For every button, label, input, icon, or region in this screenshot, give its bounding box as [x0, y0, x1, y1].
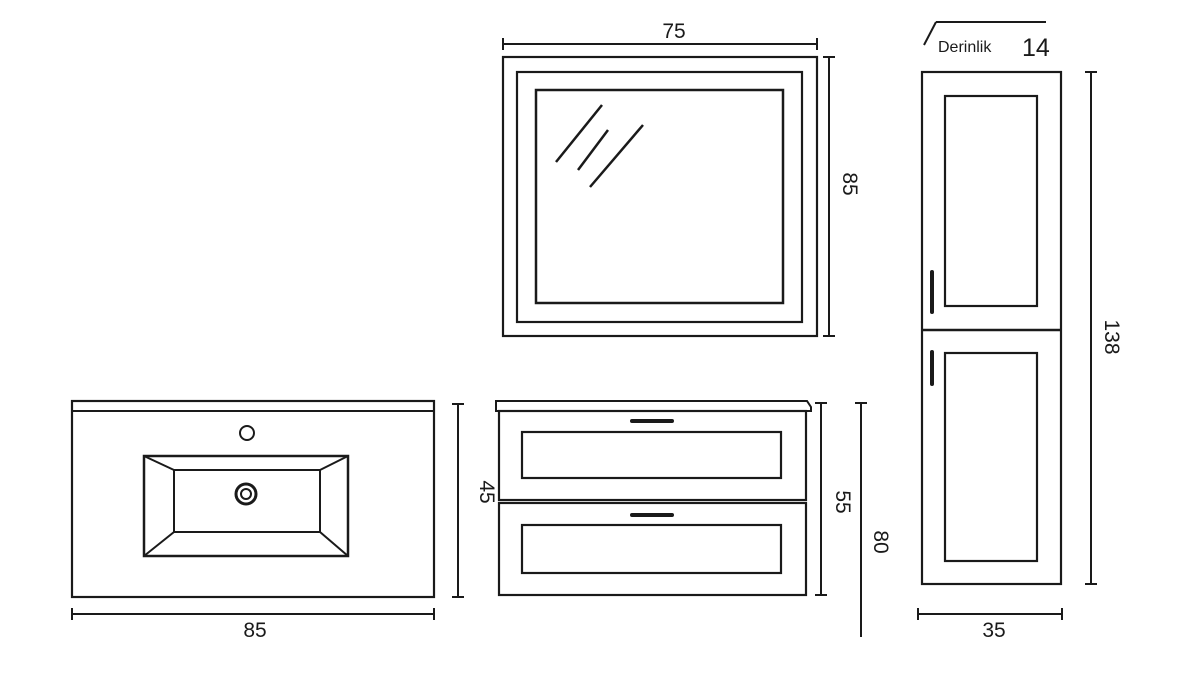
drain-inner — [240, 488, 252, 500]
mirror-reflection-2 — [577, 129, 609, 171]
mirror-width-label: 75 — [662, 20, 685, 43]
drawer-top-panel — [520, 430, 783, 480]
bowl-bevel-br — [319, 531, 349, 557]
upper-door-panel — [943, 94, 1039, 308]
mirror: 75 85 — [501, 20, 861, 338]
basin-outline — [70, 399, 436, 599]
bowl-bevel-bl — [143, 531, 175, 557]
mirror-height-label: 85 — [838, 172, 861, 195]
drawer-top — [497, 409, 808, 502]
depth-value: 14 — [1022, 34, 1050, 62]
total-height-label: 80 — [869, 530, 892, 553]
vanity-cabinet: 55 80 — [495, 400, 892, 637]
depth-label: Derinlik — [938, 39, 992, 56]
bowl-inner — [173, 469, 321, 533]
countertop — [495, 400, 812, 412]
mirror-glass — [534, 88, 785, 305]
mirror-reflection-1 — [555, 104, 603, 163]
bowl-bevel-tr — [319, 455, 349, 471]
drawer-bottom — [497, 501, 808, 597]
bowl-bevel-tl — [143, 455, 175, 471]
drain-outer — [234, 482, 258, 506]
lower-door-panel — [943, 351, 1039, 563]
tap-hole — [239, 425, 255, 441]
tall-cabinet-width-label: 35 — [982, 619, 1005, 642]
bowl-outer — [142, 454, 350, 558]
basin-height-label: 45 — [475, 480, 498, 503]
mirror-reflection-3 — [589, 124, 644, 188]
tall-cabinet-height-label: 138 — [1100, 319, 1123, 354]
mirror-outer-frame — [501, 55, 819, 338]
depth-leader-line — [923, 21, 937, 46]
basin-width-label: 85 — [243, 619, 266, 642]
tall-cabinet-outline — [920, 70, 1063, 586]
drawer-bottom-panel — [520, 523, 783, 575]
basin-top-view: 85 45 — [70, 399, 498, 642]
mirror-middle-frame — [515, 70, 804, 324]
cabinet-height-label: 55 — [831, 490, 854, 513]
tall-cabinet: Derinlik 14 138 35 — [917, 21, 1123, 642]
